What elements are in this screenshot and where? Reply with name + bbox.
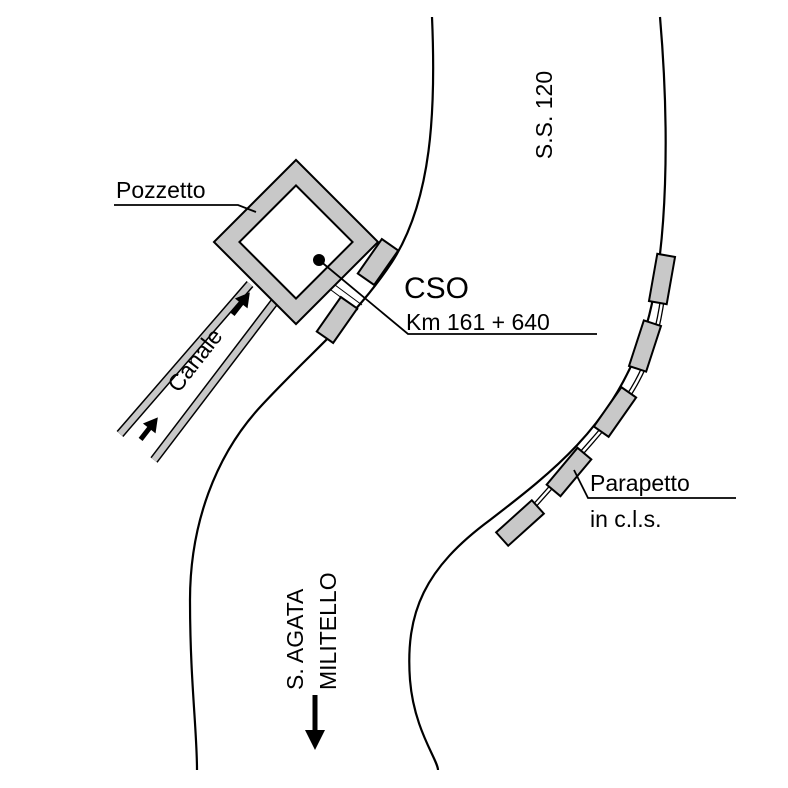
- flow-arrow-icon: [138, 417, 158, 441]
- cso-label: CSO: [404, 272, 469, 305]
- parapetto-label: Parapetto: [590, 470, 690, 496]
- flow-arrow-icon: [230, 292, 250, 316]
- canal: [116, 281, 280, 463]
- parapet-block: [627, 319, 663, 373]
- parapet-block: [494, 498, 546, 548]
- parapet-block: [545, 446, 593, 498]
- canale-label: Canale: [162, 323, 227, 396]
- pozzetto-box: [212, 158, 380, 326]
- parapetto-sub-label: in c.l.s.: [590, 506, 662, 532]
- pozzetto-label: Pozzetto: [116, 177, 206, 203]
- direction-label-line2: MILITELLO: [315, 572, 341, 690]
- parapet-leader-line: [573, 469, 736, 499]
- cso-barrier-block: [356, 237, 400, 287]
- direction-label-line1: S. AGATA: [282, 588, 308, 690]
- parapet-block: [647, 252, 677, 306]
- road-edge-right: [408, 16, 667, 771]
- road-edge-left: [188, 16, 435, 771]
- road-name-label: S.S. 120: [531, 71, 557, 159]
- pozzetto-leader-line: [114, 204, 257, 213]
- cso-barrier-block: [315, 295, 359, 345]
- cso-leader-line: [318, 259, 597, 335]
- parapet-block: [592, 385, 638, 439]
- km-label: Km 161 + 640: [406, 309, 550, 335]
- arrow-down-icon: [305, 695, 325, 750]
- parapet: [494, 252, 677, 548]
